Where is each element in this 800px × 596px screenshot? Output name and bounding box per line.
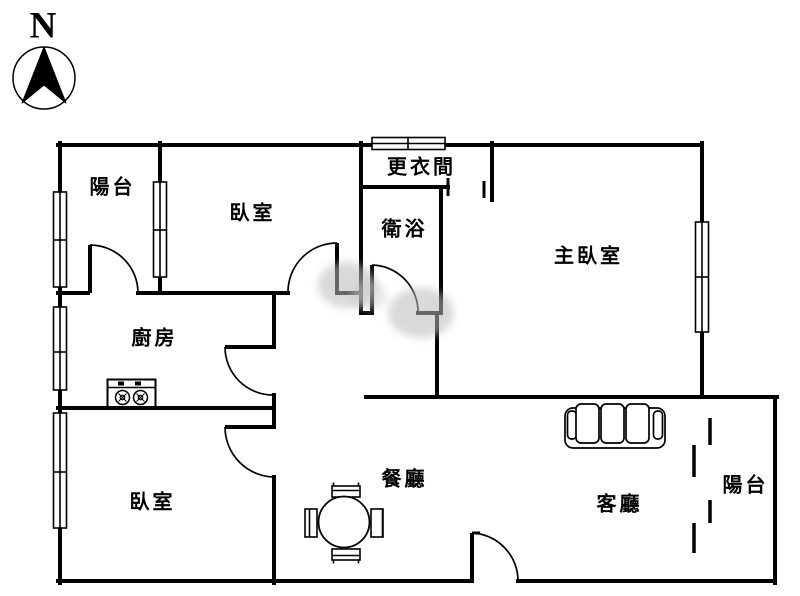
door-bedroom-top: [287, 242, 339, 294]
dining-table-icon: [304, 482, 384, 564]
room-label-kitchen: 廚房: [131, 327, 178, 350]
room-label-master-bedroom: 主臥室: [554, 245, 623, 268]
windows: [52, 136, 710, 529]
doors: [88, 242, 519, 582]
interior-walls: [56, 141, 494, 585]
door-balcony-top: [88, 244, 139, 294]
room-label-balcony-right: 陽台: [722, 474, 769, 497]
sliding-door-right-balcony: [692, 418, 712, 553]
compass-icon: [12, 46, 76, 110]
sofa-icon: [564, 403, 666, 449]
window-master-bedroom: [694, 221, 710, 333]
room-label-dressing-room: 更衣間: [387, 156, 456, 179]
door-bedroom-bottom: [224, 425, 276, 478]
room-label-balcony-top: 陽台: [89, 176, 136, 199]
window-left-1: [52, 191, 68, 288]
door-entry: [470, 532, 519, 582]
window-left-2: [52, 306, 68, 391]
dining-chair-left: [304, 508, 318, 538]
window-balcony-divider: [152, 181, 168, 278]
compass-north-label: N: [29, 5, 57, 47]
window-left-3: [52, 412, 68, 529]
window-dressing-room: [371, 136, 446, 151]
door-stop-jambs: [446, 178, 486, 535]
door-bathroom: [370, 264, 419, 314]
dining-chair-right: [370, 508, 384, 538]
room-label-bathroom: 衛浴: [381, 218, 428, 241]
dining-chair-top: [331, 482, 361, 498]
stove-icon: [106, 378, 157, 409]
room-label-dining-room: 餐廳: [381, 468, 428, 491]
room-label-bedroom-top: 臥室: [229, 202, 276, 225]
door-kitchen: [224, 345, 274, 396]
room-label-living-room: 客廳: [596, 493, 643, 516]
room-label-bedroom-bottom: 臥室: [129, 491, 176, 514]
dining-chair-bottom: [331, 548, 361, 564]
